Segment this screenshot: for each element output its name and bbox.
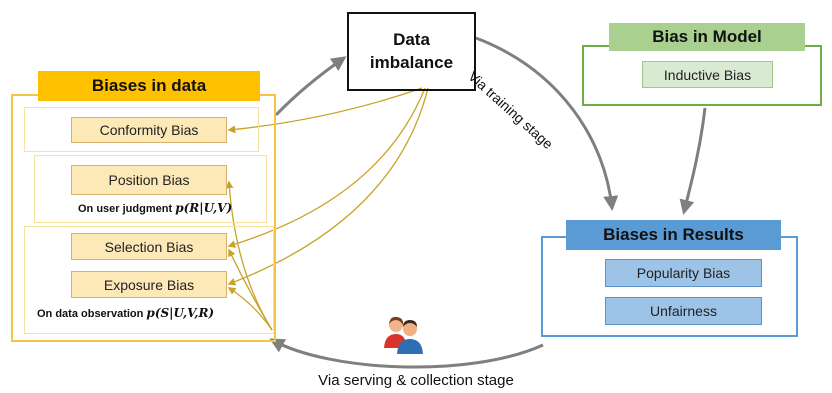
inner-frame-position [34,155,267,223]
data-imbalance-line1: Data [393,29,430,49]
exposure-bias-box: Exposure Bias [71,271,227,298]
arrow-model-to-results [679,107,707,215]
selection-bias-box: Selection Bias [71,233,227,260]
popularity-bias-box: Popularity Bias [605,259,762,287]
arrow-loop-to-exposure [227,287,273,331]
unfairness-box: Unfairness [605,297,762,325]
user-judgment-formula: p(R|U,V) [175,201,233,215]
user-judgment-text: On user judgment [78,203,173,215]
data-imbalance-box: Data imbalance [347,12,476,91]
inner-frame-observation [24,226,274,334]
biases-in-data-title: Biases in data [38,71,260,101]
conformity-bias-box: Conformity Bias [71,117,227,143]
user-judgment-note: On user judgment p(R|U,V) [78,201,232,215]
inductive-bias-box: Inductive Bias [642,61,773,88]
data-observation-text: On data observation [37,308,144,320]
bias-in-model-title: Bias in Model [609,23,805,51]
arrow-imbalance-to-exposure [227,87,429,286]
data-observation-note: On data observation p(S|U,V,R) [37,306,214,320]
position-bias-box: Position Bias [71,165,227,195]
inner-frame-conformity [24,107,259,152]
arrow-imbalance-to-conformity [227,87,423,134]
data-imbalance-line2: imbalance [369,52,454,72]
biases-in-results-title: Biases in Results [566,220,781,250]
data-observation-formula: p(S|U,V,R) [146,306,215,320]
arrow-loop-to-selection [228,248,273,331]
arrow-data-to-imbalance [274,56,347,117]
serving-stage-label: Via serving & collection stage [318,372,514,389]
arrow-imbalance-to-selection [227,87,426,248]
users-icon [381,314,425,354]
arrow-serving-stage [269,338,544,369]
arrow-training-stage [475,36,619,211]
